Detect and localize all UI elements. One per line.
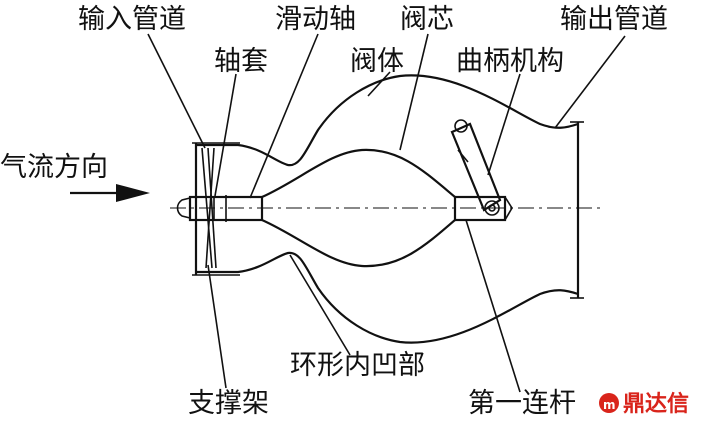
leader-valve-body [367,71,391,97]
leader-shaft-sleeve [214,73,237,197]
label-sliding-shaft: 滑动轴 [275,4,356,35]
label-support-frame: 支撑架 [188,388,269,419]
rod-end-2 [504,207,513,221]
svg-text:m: m [603,398,616,412]
valve-body-outline-top [196,74,579,167]
label-crank-mechanism: 曲柄机构 [456,46,564,77]
airflow-arrowhead [116,184,150,202]
label-first-link: 第一连杆 [468,388,576,419]
label-valve-body: 阀体 [350,46,404,77]
crank-arm [450,122,502,212]
leader-annular-recess [289,254,351,356]
crank-arm-detail [457,149,469,163]
rod-end [504,196,513,209]
leader-support-frame [207,264,227,389]
leader-valve-core [399,33,429,151]
label-valve-core: 阀芯 [400,4,454,35]
crank-top-pin [454,119,468,133]
label-inlet-pipe: 输入管道 [78,4,186,35]
leader-first-link [465,219,521,393]
shaft-nose [176,197,191,219]
label-shaft-sleeve: 轴套 [214,46,268,77]
watermark: m 鼎达信 [599,391,689,417]
leader-sliding-shaft [249,33,319,199]
crank-pivot [484,200,500,216]
valve-core-shape [261,148,456,268]
label-airflow-direction: 气流方向 [0,152,108,183]
watermark-text: 鼎达信 [623,391,689,417]
valve-body-outline-bottom [196,251,579,344]
first-link-rod [453,195,507,222]
leader-inlet-pipe [147,33,206,149]
watermark-logo-icon [599,393,619,413]
leader-outlet-pipe [554,35,626,129]
leader-crank-mechanism [487,73,521,176]
label-outlet-pipe: 输出管道 [560,4,668,35]
label-annular-recess: 环形内凹部 [290,350,425,381]
